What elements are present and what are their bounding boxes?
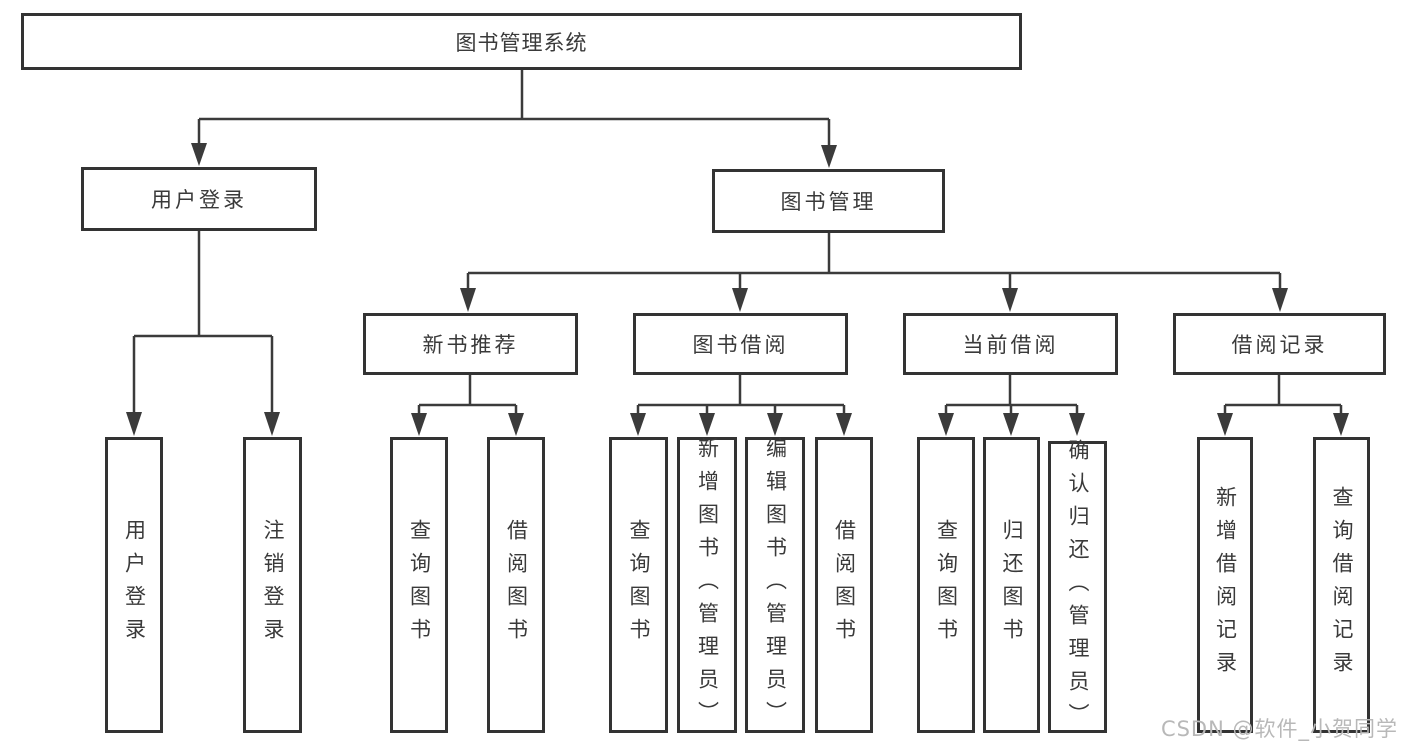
leaf-label: 确认归还（管理员） [1066, 438, 1090, 736]
leaf-label: 用户登录 [122, 519, 147, 651]
leaf-label: 查询借阅记录 [1330, 486, 1354, 684]
leaf-label: 借阅图书 [504, 519, 529, 651]
node-new-book-recommend: 新书推荐 [363, 313, 578, 375]
leaf-label: 注销登录 [261, 519, 285, 651]
leaf-label: 查询图书 [934, 519, 959, 651]
leaf-label: 新增图书（管理员） [695, 436, 720, 734]
node-user-login: 用户登录 [81, 167, 317, 231]
leaf-add-borrow-record: 新增借阅记录 [1197, 437, 1253, 733]
leaf-borrow-books-borrowing: 借阅图书 [815, 437, 873, 733]
leaf-label: 查询图书 [407, 519, 432, 651]
node-book-management: 图书管理 [712, 169, 945, 233]
node-book-borrowing: 图书借阅 [633, 313, 848, 375]
node-borrowing-records: 借阅记录 [1173, 313, 1386, 375]
leaf-query-books-recommend: 查询图书 [390, 437, 448, 733]
leaf-label: 查询图书 [627, 519, 651, 651]
leaf-logout: 注销登录 [243, 437, 302, 733]
leaf-query-books-current: 查询图书 [917, 437, 975, 733]
leaf-add-books-admin: 新增图书（管理员） [677, 436, 737, 734]
leaf-label: 编辑图书（管理员） [763, 436, 788, 734]
leaf-label: 归还图书 [1000, 519, 1024, 651]
leaf-confirm-return-admin: 确认归还（管理员） [1048, 438, 1107, 736]
leaf-label: 借阅图书 [832, 519, 857, 651]
leaf-label: 新增借阅记录 [1213, 486, 1238, 684]
leaf-user-login: 用户登录 [105, 437, 163, 733]
leaf-return-books: 归还图书 [983, 437, 1040, 733]
watermark: CSDN @软件_小贺同学 [1160, 717, 1398, 741]
leaf-query-borrow-record: 查询借阅记录 [1313, 437, 1370, 733]
leaf-borrow-books-recommend: 借阅图书 [487, 437, 545, 733]
node-current-borrowing: 当前借阅 [903, 313, 1118, 375]
node-root: 图书管理系统 [21, 13, 1022, 70]
leaf-edit-books-admin: 编辑图书（管理员） [745, 436, 805, 734]
leaf-query-books-borrowing: 查询图书 [609, 437, 668, 733]
